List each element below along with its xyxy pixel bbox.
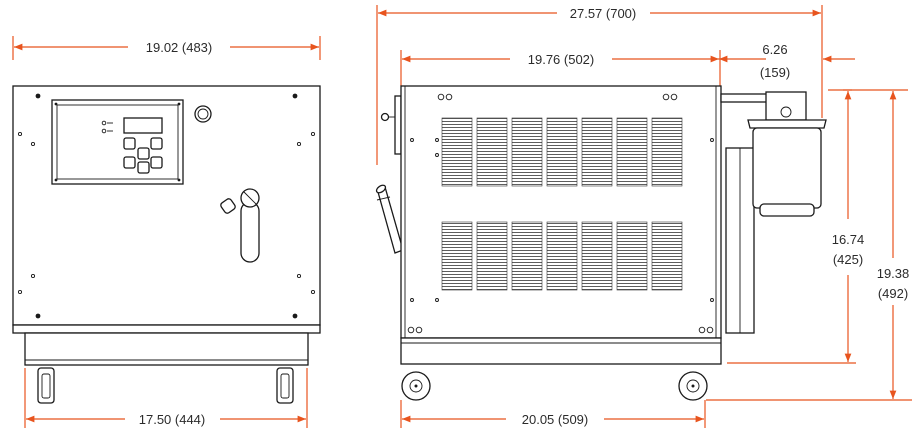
filter-collar — [747, 119, 827, 129]
filter-base — [759, 203, 815, 217]
fill-tube-cap-icon — [375, 184, 387, 194]
upper-vent-grid — [441, 117, 683, 187]
body-length-label: 19.76 (502) — [528, 52, 595, 67]
filter-bracket — [720, 93, 770, 103]
front-base-rail — [12, 324, 321, 334]
hole-icon — [710, 298, 714, 302]
lower-vent-grid — [441, 221, 683, 291]
front-width-label: 19.02 (483) — [146, 40, 213, 55]
screw-pair — [407, 93, 714, 334]
hole-icon — [410, 138, 414, 142]
keypad-button-icon — [123, 137, 136, 150]
filter-head — [765, 91, 807, 121]
hole-icon — [30, 141, 36, 147]
fill-tube-band — [376, 196, 391, 201]
keypad-button-icon — [123, 156, 136, 169]
screw-icon — [35, 313, 41, 319]
side-view: 27.57 (700) 19.76 (502) 6.26 (159) — [375, 5, 912, 428]
display-screen — [123, 117, 163, 134]
fill-tube-body — [377, 185, 404, 254]
caster-axle — [691, 384, 695, 388]
hole-icon — [296, 141, 302, 147]
fill-port-assembly — [220, 188, 260, 263]
filter-housing — [747, 91, 827, 217]
hole-icon — [17, 289, 23, 295]
indicator-led-icon — [101, 120, 107, 126]
indicator-led-icon — [101, 128, 107, 134]
hole-icon — [310, 131, 316, 137]
control-panel-frame — [51, 99, 184, 185]
hole-icon — [410, 298, 414, 302]
screw-icon — [35, 93, 41, 99]
keypad-button-icon — [137, 147, 150, 160]
filter-port-icon — [780, 106, 792, 118]
fill-tube — [375, 184, 404, 254]
side-base-frame — [400, 337, 722, 365]
hole-icon — [435, 138, 439, 142]
filter-offset-label-metric: (159) — [760, 65, 790, 80]
filter-bowl — [752, 127, 822, 209]
side-handle — [394, 95, 402, 155]
wheelbase-label: 20.05 (509) — [522, 412, 589, 427]
body-height-label-value: 16.74 — [832, 232, 865, 247]
keypad-button-icon — [137, 161, 150, 174]
control-panel-inner — [56, 104, 179, 180]
caster-tread — [280, 373, 290, 399]
overall-height-label-value: 19.38 — [877, 266, 910, 281]
overall-length-label: 27.57 (700) — [570, 6, 637, 21]
keypad-button-icon — [150, 156, 163, 169]
screw-icon — [177, 102, 181, 106]
hole-icon — [310, 289, 316, 295]
front-view: 19.02 (483) — [12, 36, 321, 428]
fill-cap-handle — [220, 198, 236, 214]
caster-hub — [409, 379, 423, 393]
caster-axle — [414, 384, 418, 388]
hole-icon — [710, 138, 714, 142]
overall-height-label-metric: (492) — [878, 286, 908, 301]
screw-icon — [292, 93, 298, 99]
power-switch-icon — [194, 105, 212, 123]
caster-hub — [686, 379, 700, 393]
caster-tread — [41, 373, 51, 399]
fill-cap-line — [243, 191, 257, 205]
body-height-label-metric: (425) — [833, 252, 863, 267]
hole-icon — [30, 273, 36, 279]
hole-icon — [17, 131, 23, 137]
hole-icon — [435, 298, 439, 302]
screw-icon — [54, 178, 58, 182]
screw-icon — [292, 313, 298, 319]
hole-icon — [296, 273, 302, 279]
front-base-label: 17.50 (444) — [139, 412, 206, 427]
hole-icon — [435, 153, 439, 157]
screw-icon — [177, 178, 181, 182]
sight-glass — [240, 201, 260, 263]
handle-knob-icon — [380, 112, 390, 122]
filter-offset-label-value: 6.26 — [762, 42, 787, 57]
keypad-button-icon — [150, 137, 163, 150]
screw-icon — [54, 102, 58, 106]
control-panel — [51, 99, 184, 185]
power-switch-inner — [197, 108, 209, 120]
